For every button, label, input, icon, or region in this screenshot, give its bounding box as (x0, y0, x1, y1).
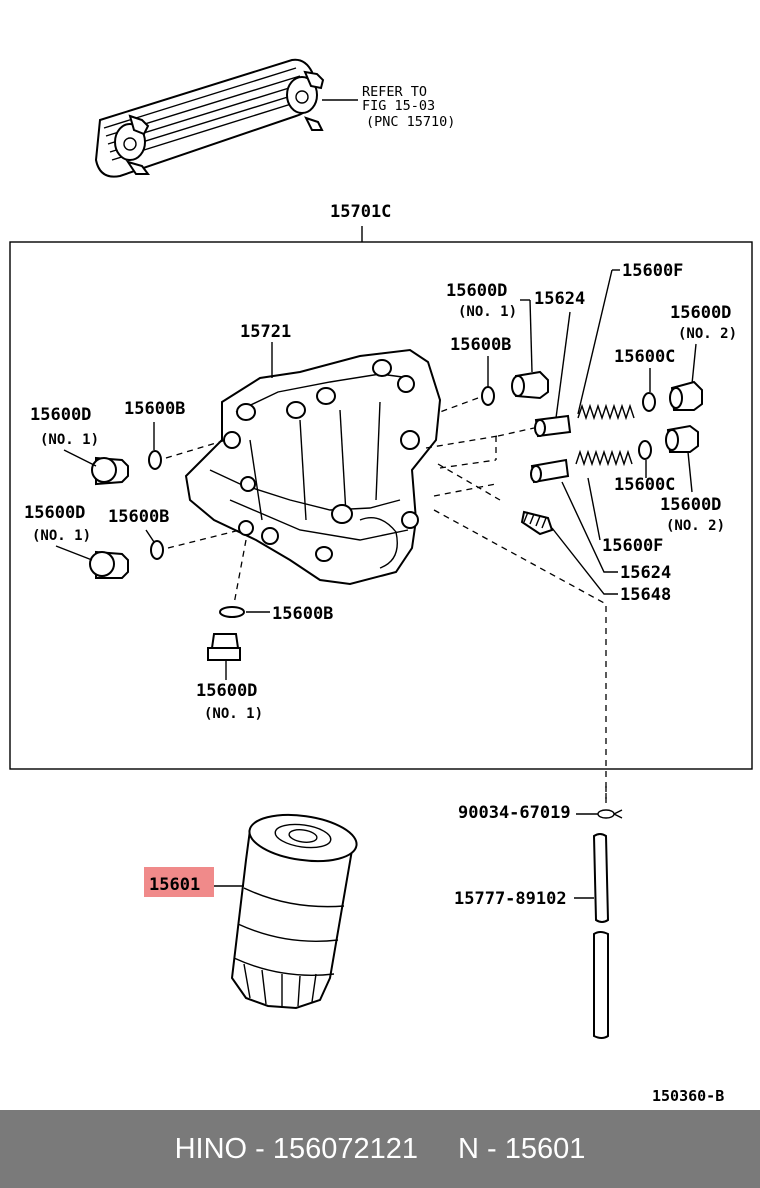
label-15600D-left-upper: 15600D (30, 405, 91, 425)
footer-part-number: HINO - 156072121 (174, 1132, 419, 1165)
filter-bracket-drawing (184, 348, 442, 586)
gasket-15600B-left-upper (148, 450, 162, 470)
tube-15777 (592, 833, 610, 1039)
label-15600D-right-lower: 15600D (660, 495, 721, 515)
label-90034-67019: 90034-67019 (458, 803, 571, 823)
refer-to-line2: FIG 15-03 (362, 98, 435, 114)
relief-valve-lower (530, 449, 633, 484)
figure-code: 150360-B (652, 1087, 724, 1105)
gasket-15600C-lower (638, 440, 652, 460)
gasket-15600B-bottom (219, 606, 245, 618)
label-15600B-left-lower: 15600B (108, 507, 169, 527)
footer-bar: HINO - 156072121 N - 15601 (0, 1110, 760, 1188)
label-15601[interactable]: 15601 (149, 875, 200, 895)
label-15624-lower: 15624 (620, 563, 671, 583)
highlight-15601 (144, 867, 214, 897)
refer-to-line3: (PNC 15710) (366, 114, 455, 130)
label-15600B-top: 15600B (450, 335, 511, 355)
label-15777-89102: 15777-89102 (454, 889, 567, 909)
label-15648: 15648 (620, 585, 671, 605)
relief-valve-upper (497, 403, 635, 438)
assembly-frame (9, 241, 753, 770)
valve-15648 (520, 510, 554, 536)
label-15600D-right-lower-no: (NO. 2) (666, 518, 725, 534)
refer-to-line1: REFER TO (362, 84, 427, 100)
label-15721: 15721 (240, 322, 291, 342)
clip-90034 (597, 809, 623, 819)
gasket-15600B-top (481, 386, 495, 406)
label-15600D-bottom: 15600D (196, 681, 257, 701)
label-15600D-right-upper: 15600D (670, 303, 731, 323)
oil-cooler-drawing (94, 58, 358, 178)
label-15600B-bottom: 15600B (272, 604, 333, 624)
assembly-label: 15701C (330, 202, 391, 222)
label-15600C-upper: 15600C (614, 347, 675, 367)
label-15600D-left-upper-no: (NO. 1) (40, 432, 99, 448)
oil-filter-drawing (230, 813, 358, 1010)
plug-15600D-left-lower (89, 550, 129, 579)
footer-pnc: N - 15601 (458, 1132, 586, 1165)
label-15600D-bottom-no: (NO. 1) (204, 706, 263, 722)
parts-diagram: REFER TO FIG 15-03 (PNC 15710) 15701C 15… (9, 58, 753, 1105)
plug-15600D-bottom (207, 633, 241, 661)
label-15600D-right-upper-no: (NO. 2) (678, 326, 737, 342)
label-15600D-top: 15600D (446, 281, 507, 301)
plug-15600D-right-lower (665, 424, 699, 453)
label-15624-top: 15624 (534, 289, 585, 309)
label-15600C-lower: 15600C (614, 475, 675, 495)
label-15600B-left-upper: 15600B (124, 399, 185, 419)
label-15600F-lower: 15600F (602, 536, 663, 556)
plug-15600D-right-upper (669, 380, 703, 411)
plug-15600D-left-upper (91, 456, 129, 486)
label-15600D-top-no: (NO. 1) (458, 304, 517, 320)
gasket-15600C-upper (642, 392, 656, 412)
gasket-15600B-left-lower (150, 540, 164, 560)
label-15600D-left-lower: 15600D (24, 503, 85, 523)
plug-15600D-top (511, 370, 549, 400)
label-15600F-top: 15600F (622, 261, 683, 281)
label-15600D-left-lower-no: (NO. 1) (32, 528, 91, 544)
